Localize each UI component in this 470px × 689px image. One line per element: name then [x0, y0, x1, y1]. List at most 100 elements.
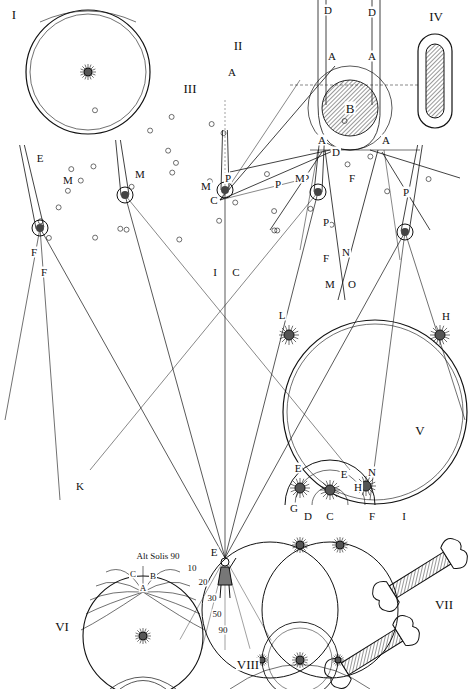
figure-letter: D	[323, 5, 333, 16]
ring-model	[368, 534, 470, 615]
orbit-circle	[308, 66, 392, 150]
figure-letter: E	[36, 153, 45, 164]
ray-line	[384, 150, 400, 260]
ring-body	[426, 44, 444, 118]
figure-letter: D	[303, 511, 313, 522]
ray-line	[370, 232, 405, 500]
ray-line	[338, 150, 378, 300]
figure-letter: III	[183, 82, 198, 95]
comet	[310, 140, 326, 200]
sun-symbol	[279, 325, 299, 345]
figure-letter: G	[289, 503, 299, 514]
figure-letter: C	[129, 570, 137, 579]
figure-letter: N	[341, 247, 351, 258]
comet	[116, 140, 133, 203]
figure-letter: P	[322, 217, 330, 228]
figure-letter: M	[324, 279, 336, 290]
orbit-circle	[166, 148, 171, 153]
orbit-circle	[148, 128, 153, 133]
figure-letter: I	[401, 511, 407, 522]
orbit-circle	[177, 237, 182, 242]
figure-letter: A	[327, 51, 337, 62]
figure-letter: A	[367, 51, 377, 62]
orbit-circle	[262, 542, 398, 678]
curve	[90, 592, 143, 600]
figure-letter: IV	[428, 10, 444, 23]
figure-letter: M	[134, 169, 146, 180]
figure-letter: B	[345, 102, 356, 115]
comet	[217, 130, 233, 198]
sun-symbol	[332, 537, 348, 553]
figure-letter: P	[224, 173, 232, 184]
ring-edge	[418, 34, 452, 128]
sun-symbol	[292, 537, 308, 553]
figure-letter: Alt Solis 90	[135, 552, 180, 561]
figure-letter: H	[441, 311, 451, 322]
figure-letter: VIII	[236, 658, 260, 671]
figure-letter: H	[353, 482, 363, 493]
sun-symbol	[80, 64, 96, 80]
orbit-circle	[368, 154, 373, 159]
comet	[397, 145, 422, 240]
figure-letter: VII	[434, 598, 454, 611]
figure-letter: I	[212, 267, 218, 278]
figure-letter: A	[139, 584, 148, 593]
figure-letter: B	[149, 572, 157, 581]
orbit-circle	[283, 320, 467, 504]
sun-symbol	[135, 628, 151, 644]
orbit-circle	[69, 167, 74, 172]
figure-letter: P	[274, 179, 282, 190]
orbit-circle	[221, 131, 226, 136]
figure-letter: P	[402, 187, 410, 198]
orbit-circle	[30, 14, 146, 130]
ray-line	[290, 85, 420, 86]
ray-line	[220, 80, 300, 200]
orbit-circle	[26, 10, 150, 134]
figure-letter: F	[40, 267, 48, 278]
orbit-circle	[272, 209, 277, 214]
figure-letter: V	[414, 424, 425, 437]
figure-letter: I	[11, 8, 17, 21]
orbit-circle	[268, 628, 332, 689]
orbit-circle	[264, 172, 269, 177]
figure-letter: E	[210, 547, 219, 558]
ray-line	[382, 152, 430, 230]
figure-letter: A	[317, 135, 327, 146]
orbit-circle	[345, 162, 350, 167]
curve	[143, 582, 190, 592]
figure-letter: F	[322, 253, 330, 264]
ray-line	[125, 195, 350, 470]
curve	[143, 592, 196, 600]
ray-line	[380, 0, 381, 105]
sun-symbol	[292, 652, 308, 668]
curve	[143, 592, 205, 630]
figure-letter: K	[75, 481, 85, 492]
figure-letter: 30	[207, 594, 218, 603]
figure-letter: M	[62, 175, 74, 186]
sun-symbol	[290, 478, 310, 498]
orbit-circle	[262, 622, 338, 689]
orbit-circle	[93, 235, 98, 240]
ray-line	[225, 192, 318, 558]
ray-line	[40, 228, 60, 500]
orbit-circle	[65, 188, 70, 193]
curve	[285, 460, 375, 505]
orbit-circle	[287, 324, 463, 500]
orbit-circle	[342, 118, 347, 123]
orbit-circle	[78, 178, 83, 183]
ray-line	[310, 150, 420, 151]
figure-letter: C	[231, 267, 240, 278]
figure-letter: C	[325, 511, 334, 522]
figure-letter: F	[368, 511, 376, 522]
figure-letter: M	[294, 173, 306, 184]
figure-letter: D	[367, 7, 377, 18]
sun-symbol	[320, 480, 340, 500]
comet	[20, 145, 48, 236]
ray-line	[40, 228, 225, 558]
ray-line	[125, 195, 225, 558]
ray-line	[230, 150, 330, 172]
figure-letter: O	[347, 279, 357, 290]
orbit-circle	[124, 227, 129, 232]
ray-line	[270, 152, 322, 230]
